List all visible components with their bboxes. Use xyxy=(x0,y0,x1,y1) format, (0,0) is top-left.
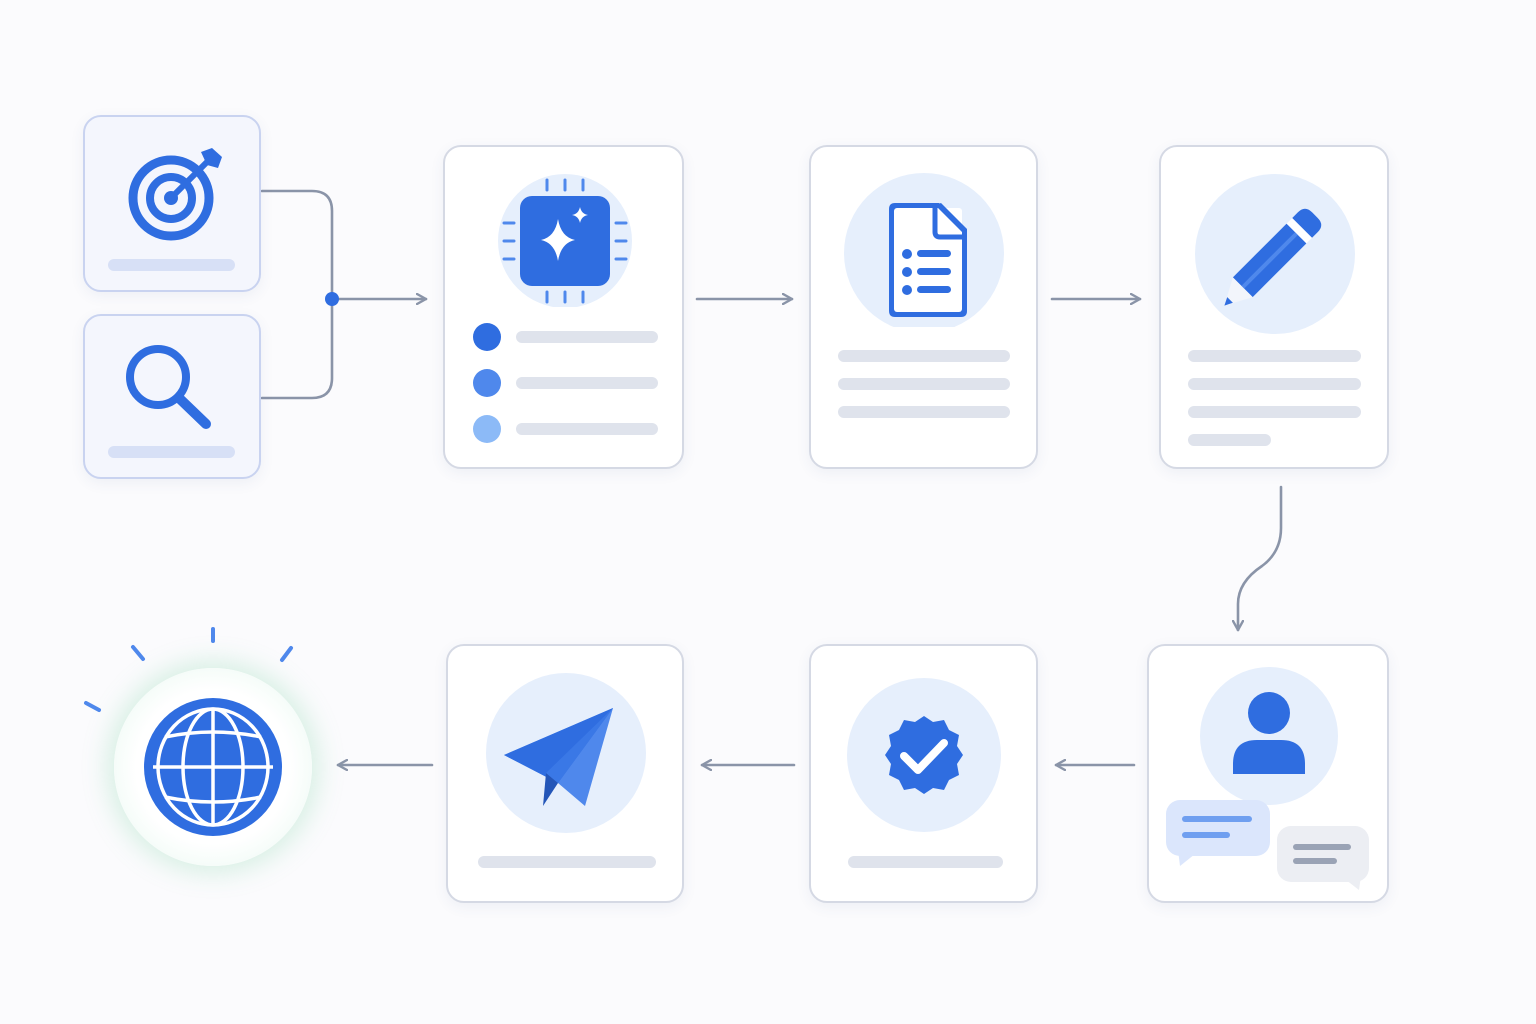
list-line-1 xyxy=(516,331,658,343)
document-list-icon xyxy=(844,173,1004,327)
document-card[interactable] xyxy=(809,145,1038,469)
goal-card[interactable] xyxy=(83,115,261,292)
send-label-placeholder xyxy=(478,856,656,868)
writing-line-3 xyxy=(1188,406,1361,418)
globe-icon xyxy=(144,698,282,836)
document-line-1 xyxy=(838,350,1010,362)
bubble-line-3 xyxy=(1293,844,1351,850)
document-line-3 xyxy=(838,406,1010,418)
writing-line-2 xyxy=(1188,378,1361,390)
ai-chip-sparkle-icon xyxy=(498,174,632,307)
list-bullet-2 xyxy=(473,369,501,397)
paper-plane-icon xyxy=(486,673,646,833)
chat-bubble-blue xyxy=(1166,800,1270,866)
connector-search-merge xyxy=(260,297,334,400)
chat-bubble-tail-icon xyxy=(1341,876,1361,890)
writing-card[interactable] xyxy=(1159,145,1389,469)
bubble-line-1 xyxy=(1182,816,1252,822)
globe-rays-icon xyxy=(84,627,293,712)
target-icon xyxy=(128,148,222,241)
search-card[interactable] xyxy=(83,314,261,479)
goal-label-placeholder xyxy=(108,259,235,271)
approval-label-placeholder xyxy=(848,856,1003,868)
send-card[interactable] xyxy=(446,644,684,903)
bubble-line-2 xyxy=(1182,832,1230,838)
pencil-icon xyxy=(1195,174,1355,334)
writing-line-1 xyxy=(1188,350,1361,362)
merge-junction-dot xyxy=(325,292,339,306)
ai-processing-card[interactable] xyxy=(443,145,684,469)
search-label-placeholder xyxy=(108,446,235,458)
list-bullet-1 xyxy=(473,323,501,351)
magnifier-icon xyxy=(126,345,211,429)
list-line-2 xyxy=(516,377,658,389)
list-bullet-3 xyxy=(473,415,501,443)
approval-card[interactable] xyxy=(809,644,1038,903)
user-chat-icon xyxy=(1200,667,1338,805)
verified-badge-icon xyxy=(847,678,1001,832)
connector-goal-merge xyxy=(260,189,334,301)
chat-bubble-gray xyxy=(1277,826,1369,890)
writing-line-4 xyxy=(1188,434,1271,446)
arrow-writing-to-review xyxy=(1238,485,1283,632)
document-line-2 xyxy=(838,378,1010,390)
review-card[interactable] xyxy=(1147,644,1389,903)
bubble-line-4 xyxy=(1293,858,1337,864)
chat-bubble-tail-icon xyxy=(1178,850,1200,866)
list-line-3 xyxy=(516,423,658,435)
